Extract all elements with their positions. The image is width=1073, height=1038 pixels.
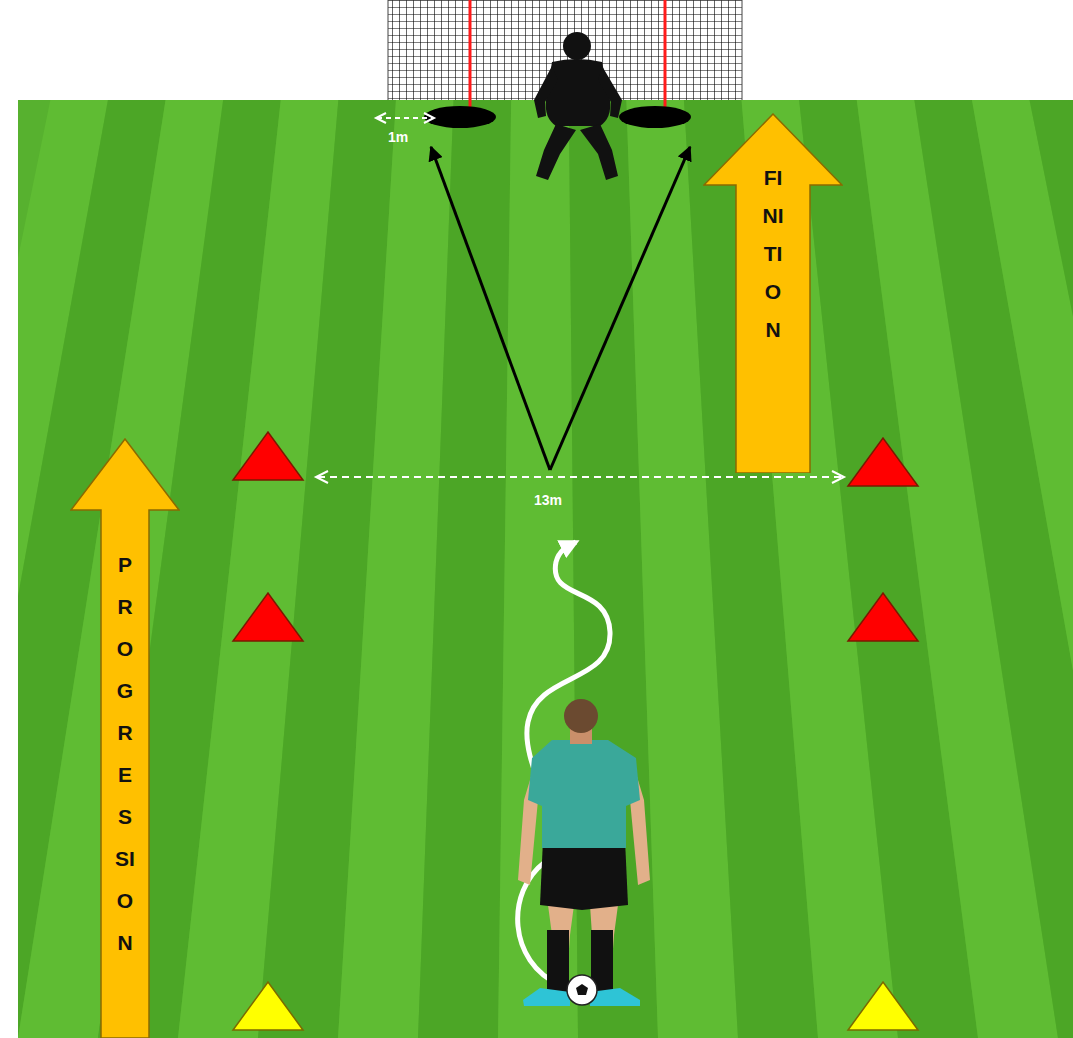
pitch-stripes [18, 100, 1073, 1038]
band-label: FINITION [763, 113, 784, 349]
dimension-head [376, 113, 386, 123]
red-cone [233, 432, 303, 480]
gap-dimension [376, 113, 434, 123]
keeper-head [563, 32, 591, 60]
dimension-head [316, 471, 328, 483]
keeper-arm [534, 66, 558, 118]
player-figure [518, 699, 650, 1006]
keeper-leg [536, 124, 576, 180]
arrow-shape [71, 439, 179, 1038]
yellow-cone [233, 982, 303, 1030]
post-base [424, 106, 496, 128]
dimension-line [377, 117, 433, 119]
goal-post [664, 0, 667, 112]
shot-arrow [431, 147, 550, 470]
player-head [564, 699, 598, 733]
red-cone [233, 593, 303, 641]
dimension-label: 1m [388, 129, 408, 145]
arrow-shape [704, 114, 842, 473]
cones [233, 432, 918, 1030]
ball-patch [576, 984, 588, 995]
dimension-line [318, 476, 842, 478]
player-boot [523, 988, 570, 1006]
red-cone [848, 438, 918, 486]
arrow-band: FINITION [703, 113, 843, 473]
ball [567, 975, 597, 1005]
dimension-head [832, 471, 844, 483]
keeper-body [546, 59, 611, 126]
goal-post [469, 0, 472, 112]
pitch-stripe [1030, 100, 1073, 1038]
player-shorts [540, 840, 628, 910]
keeper-arm [598, 66, 622, 118]
player-shirt [528, 740, 640, 848]
football [567, 975, 597, 1005]
dimension-head [424, 113, 434, 123]
player-sock [547, 930, 569, 992]
goalkeeper-silhouette [534, 32, 622, 180]
dimension-label: 13m [534, 492, 562, 508]
red-cone [848, 593, 918, 641]
band-label: PROGRESSION [115, 438, 136, 964]
yellow-cone [848, 982, 918, 1030]
post-base [619, 106, 691, 128]
pitch [18, 100, 1073, 1038]
shot-arrow [550, 147, 690, 470]
keeper-leg [580, 124, 618, 180]
arrow-band: PROGRESSION [70, 438, 180, 1038]
